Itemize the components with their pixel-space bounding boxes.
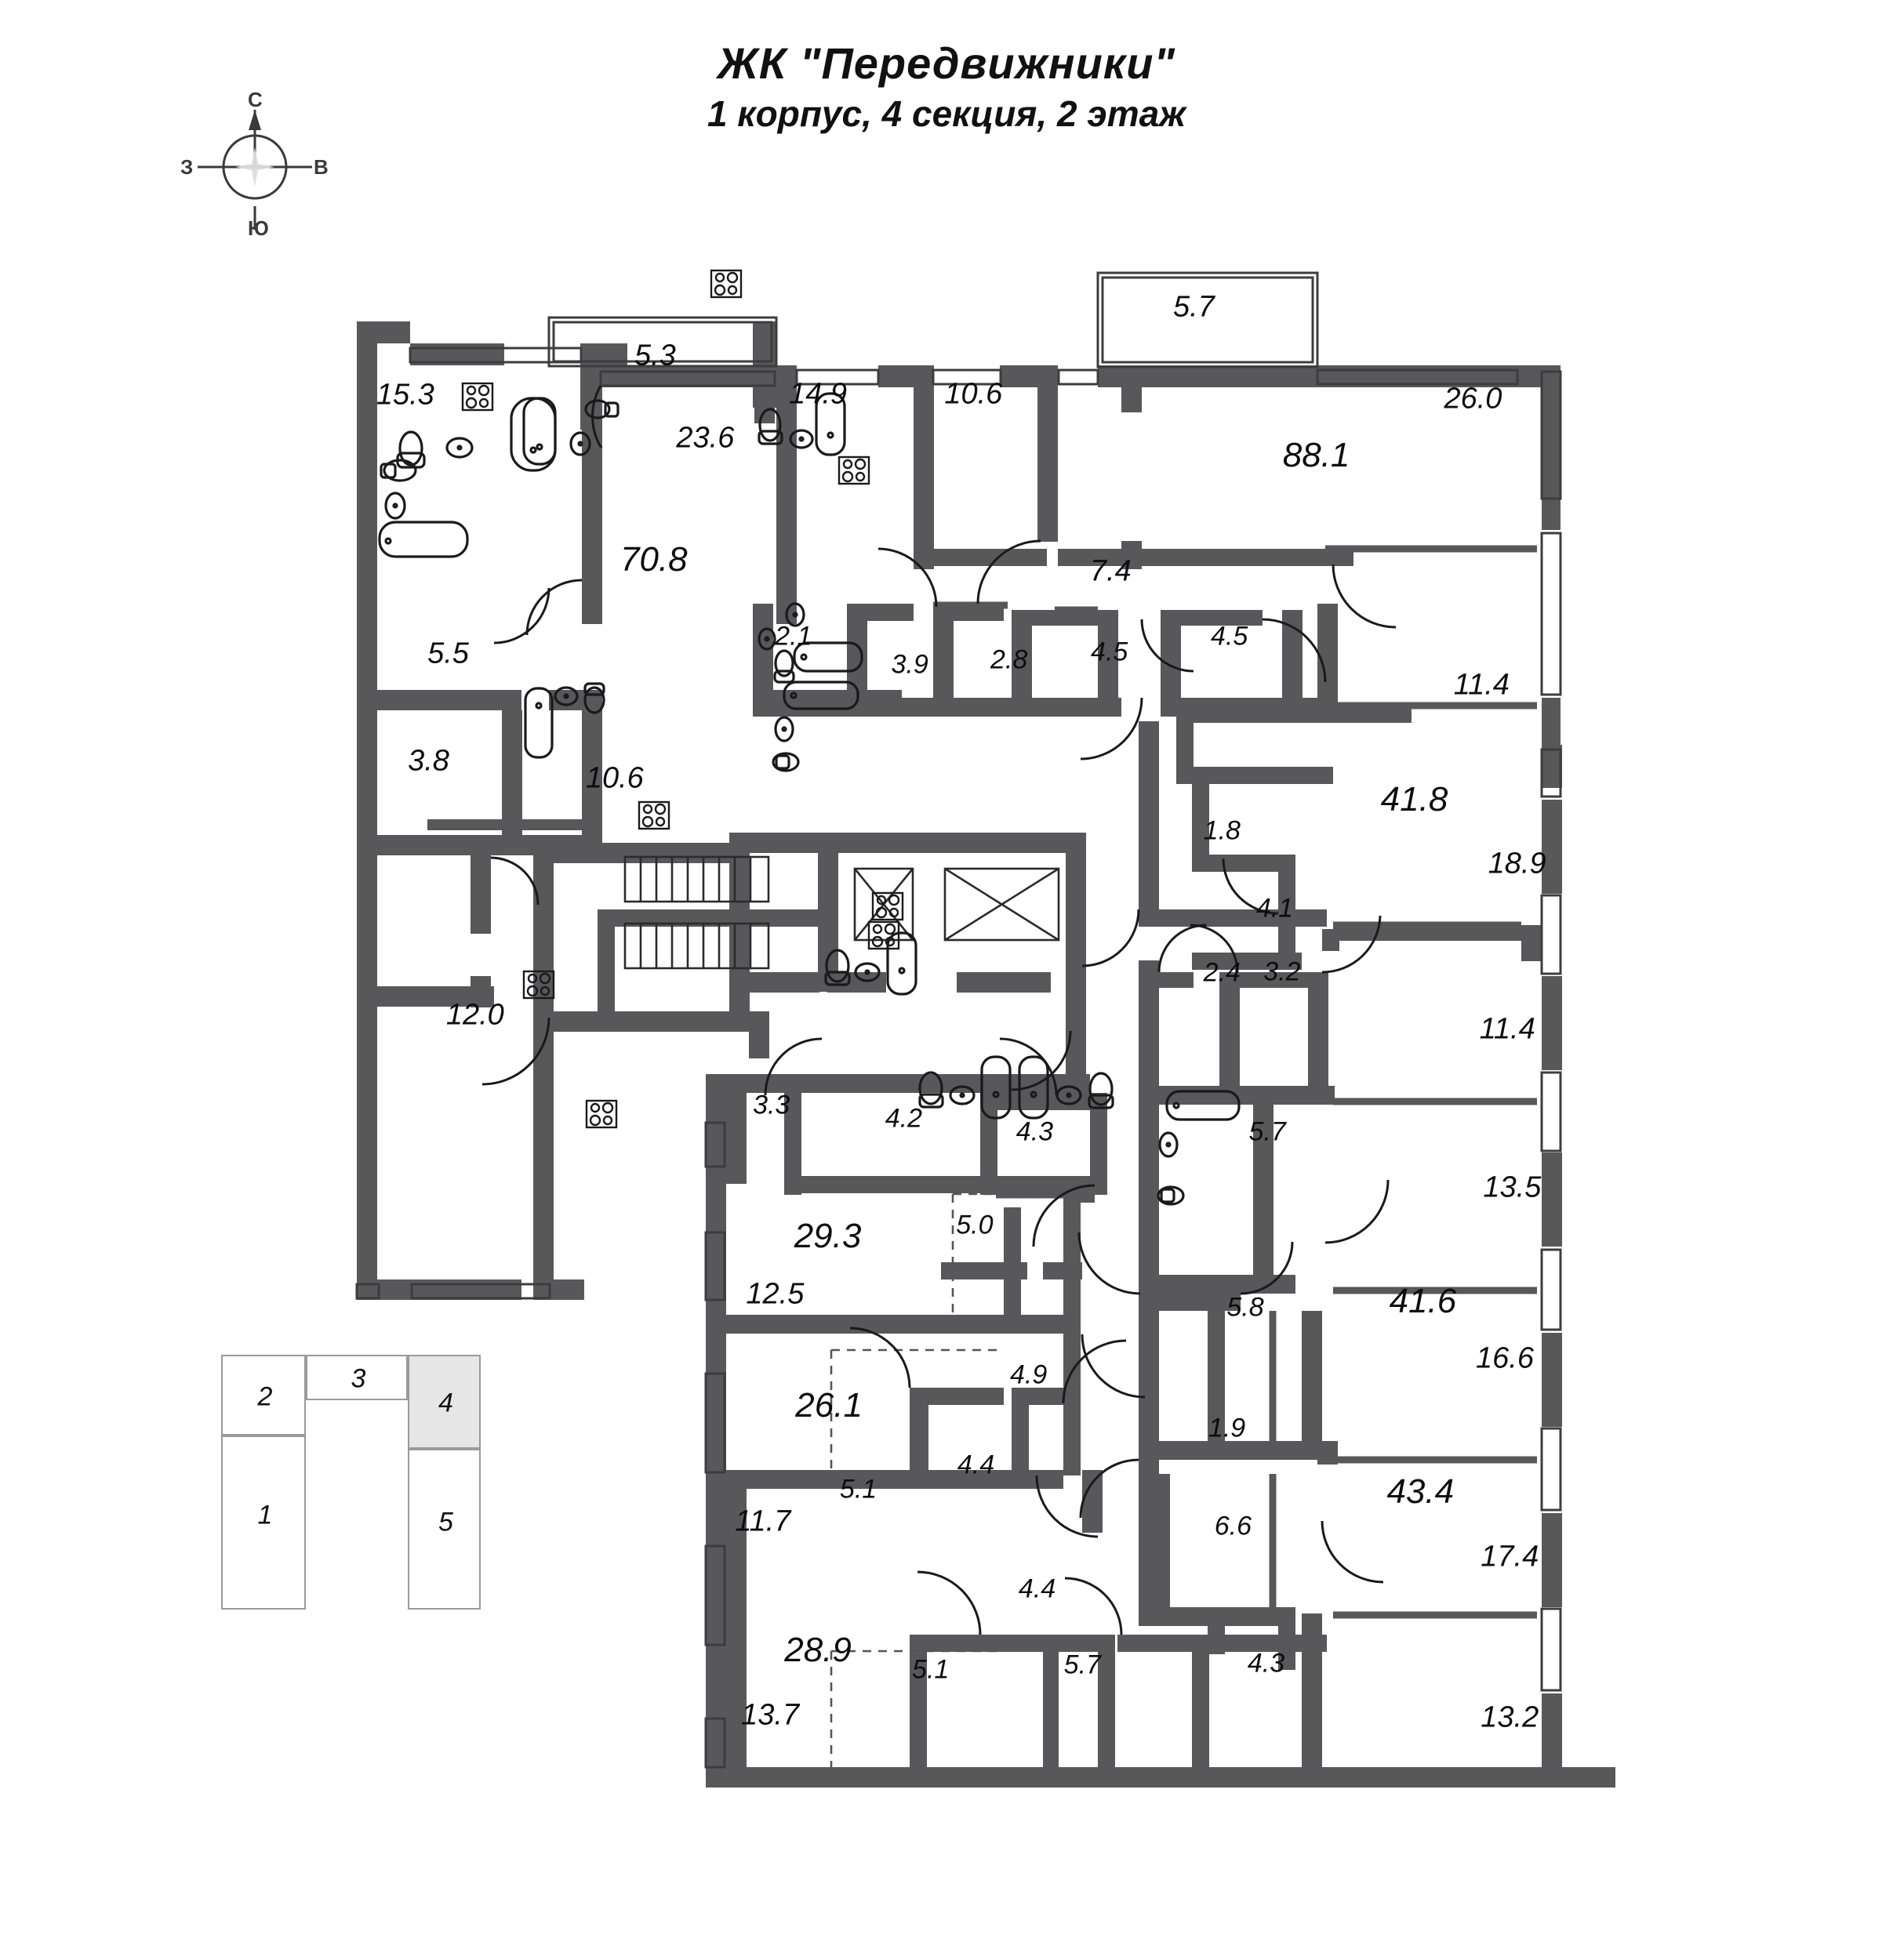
kitchen-niche-outlines [830,1192,1063,1767]
key-section-5[interactable]: 5 [408,1449,481,1610]
stair-core [623,855,770,970]
key-section-label: 5 [438,1507,453,1537]
thin-partitions [933,545,1537,1619]
stove-icons [461,269,904,1129]
key-section-label: 1 [257,1500,273,1530]
door-swings [481,385,1397,1635]
compass-rose: С В Ю З [180,88,329,241]
key-section-3[interactable]: 3 [306,1355,408,1400]
key-section-2[interactable]: 2 [221,1355,306,1436]
elevator-shafts [853,867,1060,942]
key-section-4[interactable]: 4 [408,1355,481,1449]
compass-south-label: Ю [248,216,269,240]
compass-west-label: З [180,155,194,179]
plan-header: ЖК "Передвижники" 1 корпус, 4 секция, 2 … [0,0,1893,180]
compass-east-label: В [314,155,329,179]
key-section-label: 3 [351,1363,366,1394]
page-subtitle: 1 корпус, 4 секция, 2 этаж [707,93,1186,134]
building-key-map: 1 2 3 4 5 [221,1355,497,1610]
key-section-label: 2 [257,1381,273,1411]
key-section-1[interactable]: 1 [221,1436,306,1610]
page-title: ЖК "Передвижники" [718,38,1175,88]
compass-north-label: С [248,88,263,111]
glazing [355,271,1562,1769]
key-section-label: 4 [438,1388,453,1418]
